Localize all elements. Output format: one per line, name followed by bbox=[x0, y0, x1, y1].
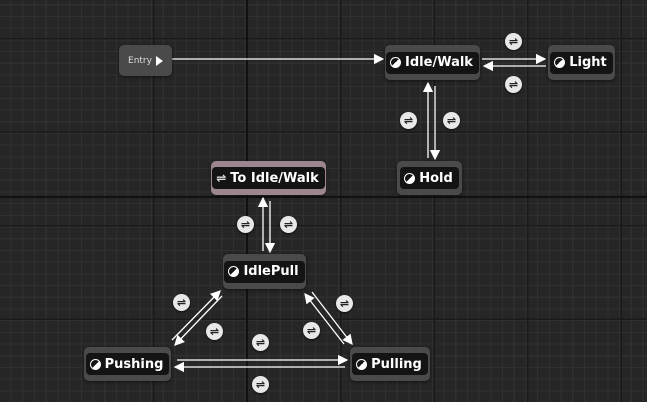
entry-output-pin-icon[interactable] bbox=[155, 55, 163, 66]
transition-rule-icon[interactable]: ⇌ bbox=[505, 76, 522, 93]
entry-node[interactable]: Entry bbox=[119, 45, 172, 76]
state-icon bbox=[228, 266, 240, 277]
state-idle-walk[interactable]: Idle/Walk bbox=[385, 45, 480, 80]
entry-label: Entry bbox=[128, 55, 152, 66]
link-idlepull-pushing bbox=[174, 295, 223, 346]
transition-rule-icon[interactable]: ⇌ bbox=[252, 376, 269, 393]
link-idlepull-pulling bbox=[311, 291, 353, 346]
conduit-to-idle-walk[interactable]: ⇌To Idle/Walk bbox=[211, 161, 326, 195]
transition-rule-icon[interactable]: ⇌ bbox=[303, 322, 320, 339]
state-icon bbox=[356, 358, 368, 370]
state-label: Light bbox=[569, 55, 607, 70]
transition-rule-icon[interactable]: ⇌ bbox=[505, 33, 522, 50]
state-icon bbox=[554, 57, 566, 68]
state-icon bbox=[390, 57, 402, 68]
conduit-icon: ⇌ bbox=[216, 171, 227, 185]
state-label: Hold bbox=[419, 170, 453, 186]
state-label: Idle/Walk bbox=[405, 55, 473, 70]
transition-rule-icon[interactable]: ⇌ bbox=[280, 216, 297, 233]
transition-rule-icon[interactable]: ⇌ bbox=[173, 294, 190, 311]
state-icon bbox=[89, 358, 101, 370]
transition-rule-icon[interactable]: ⇌ bbox=[206, 323, 223, 340]
state-pulling[interactable]: Pulling bbox=[350, 347, 430, 381]
link-pushing-idlepull bbox=[171, 290, 221, 341]
transition-rule-icon[interactable]: ⇌ bbox=[252, 334, 269, 351]
state-hold[interactable]: Hold bbox=[397, 161, 462, 195]
conduit-label: To Idle/Walk bbox=[230, 170, 319, 186]
link-pulling-idlepull bbox=[304, 292, 345, 345]
state-label: Pushing bbox=[104, 356, 164, 372]
state-idlepull[interactable]: IdlePull bbox=[223, 254, 306, 289]
transition-rule-icon[interactable]: ⇌ bbox=[400, 112, 417, 129]
transition-rule-icon[interactable]: ⇌ bbox=[237, 216, 254, 233]
state-label: Pulling bbox=[371, 356, 422, 372]
transition-rule-icon[interactable]: ⇌ bbox=[336, 295, 353, 312]
state-pushing[interactable]: Pushing bbox=[84, 347, 171, 381]
transition-rule-icon[interactable]: ⇌ bbox=[443, 112, 460, 129]
state-light[interactable]: Light bbox=[548, 45, 615, 80]
state-icon bbox=[404, 172, 416, 184]
state-label: IdlePull bbox=[243, 264, 299, 279]
